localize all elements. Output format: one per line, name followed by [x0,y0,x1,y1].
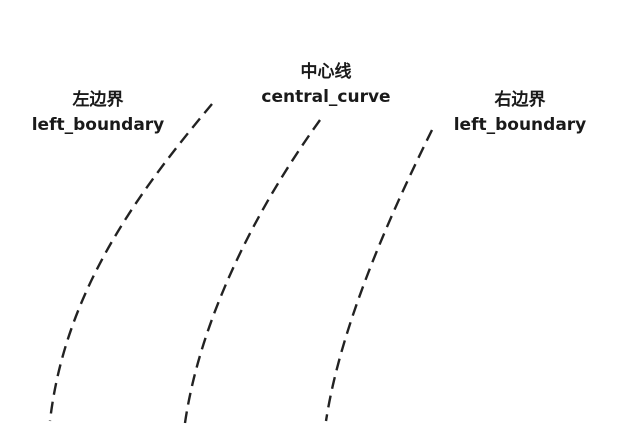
right-boundary-label-en: left_boundary [453,115,587,135]
central-curve-label: 中心线 central_curve [250,60,402,110]
central-curve-label-zh: 中心线 [300,62,352,82]
right-boundary-label: 右边界 left_boundary [444,88,596,138]
central-curve [183,119,321,424]
left-boundary-curve [48,103,213,422]
central-curve-label-en: central_curve [261,87,391,107]
left-boundary-label: 左边界 left_boundary [22,88,174,138]
left-boundary-label-en: left_boundary [31,115,165,135]
right-boundary-curve [324,129,434,422]
left-boundary-label-zh: 左边界 [72,90,124,110]
right-boundary-label-zh: 右边界 [494,90,546,110]
